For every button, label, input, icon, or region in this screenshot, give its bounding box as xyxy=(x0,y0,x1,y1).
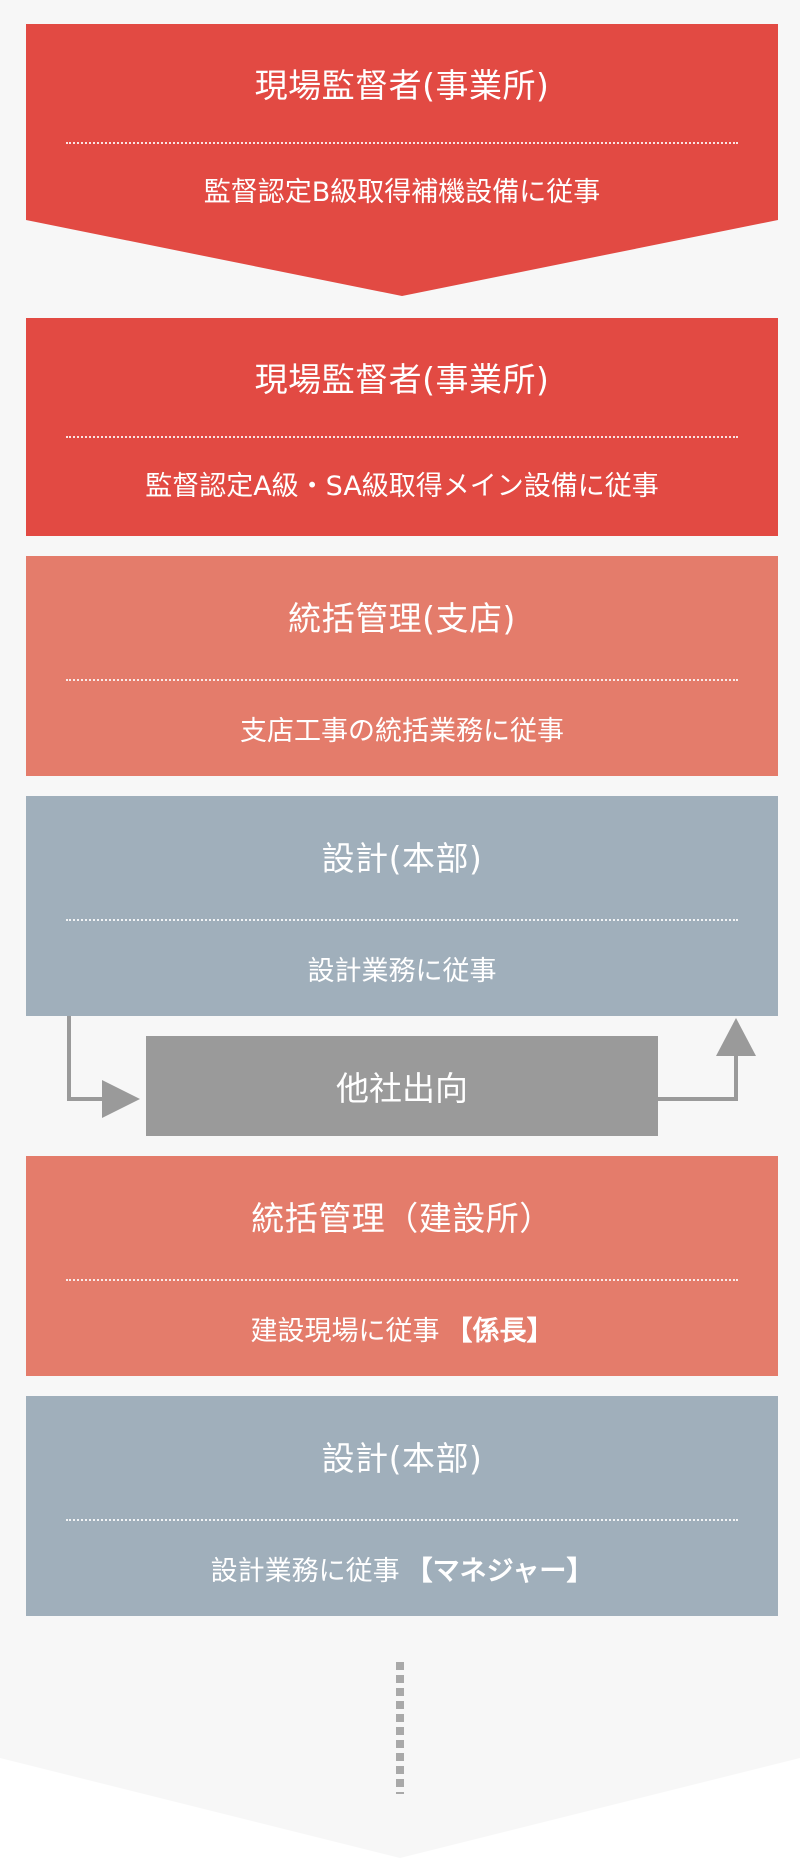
step-description: 監督認定A級・SA級取得メイン設備に従事 xyxy=(26,438,778,528)
arrow-right-icon xyxy=(102,1080,140,1118)
connector-line-left xyxy=(67,1016,106,1101)
step-description: 建設現場に従事 【係長】 xyxy=(26,1281,778,1376)
step-description-text: 設計業務に従事 xyxy=(210,1556,400,1587)
step-title: 現場監督者(事業所) xyxy=(254,66,550,105)
career-step-6: 設計(本部) 設計業務に従事 【マネジャー】 xyxy=(26,1396,778,1616)
step-description-text: 監督認定B級取得補機設備に従事 xyxy=(203,176,601,208)
step-title: 設計(本部) xyxy=(321,839,483,878)
step-title: 統括管理（建設所） xyxy=(251,1199,553,1238)
career-step-2: 現場監督者(事業所) 監督認定A級・SA級取得メイン設備に従事 xyxy=(26,318,778,536)
dotted-divider xyxy=(66,142,738,144)
dotted-divider xyxy=(66,436,738,438)
position-badge: 【マネジャー】 xyxy=(405,1556,594,1587)
secondment-connector xyxy=(67,1016,756,1118)
step-description: 支店工事の統括業務に従事 xyxy=(26,681,778,776)
career-step-4: 設計(本部) 設計業務に従事 xyxy=(26,796,778,1016)
career-step-5: 統括管理（建設所） 建設現場に従事 【係長】 xyxy=(26,1156,778,1376)
connector-line-right xyxy=(658,1052,738,1101)
step-title: 設計(本部) xyxy=(321,1439,483,1478)
career-step-3: 統括管理(支店) 支店工事の統括業務に従事 xyxy=(26,556,778,776)
step-description-text: 支店工事の統括業務に従事 xyxy=(240,716,564,747)
secondment-label: 他社出向 xyxy=(336,1069,468,1108)
dotted-divider xyxy=(66,679,738,681)
step-title: 現場監督者(事業所) xyxy=(254,360,550,399)
step-description-text: 建設現場に従事 xyxy=(250,1316,440,1347)
dotted-divider xyxy=(66,1279,738,1281)
step-description: 監督認定B級取得補機設備に従事 xyxy=(26,144,778,234)
secondment-box: 他社出向 xyxy=(146,1036,658,1136)
step-description-text: 設計業務に従事 xyxy=(307,956,497,987)
step-description: 設計業務に従事 xyxy=(26,921,778,1016)
step-description-text: 監督認定A級・SA級取得メイン設備に従事 xyxy=(145,470,659,502)
step-title: 統括管理(支店) xyxy=(288,599,516,638)
arrow-up-icon xyxy=(716,1018,756,1056)
continuation-dotted-line xyxy=(396,1662,404,1794)
position-badge: 【係長】 xyxy=(445,1316,554,1347)
step-description: 設計業務に従事 【マネジャー】 xyxy=(26,1521,778,1616)
dotted-divider xyxy=(66,919,738,921)
dotted-divider xyxy=(66,1519,738,1521)
